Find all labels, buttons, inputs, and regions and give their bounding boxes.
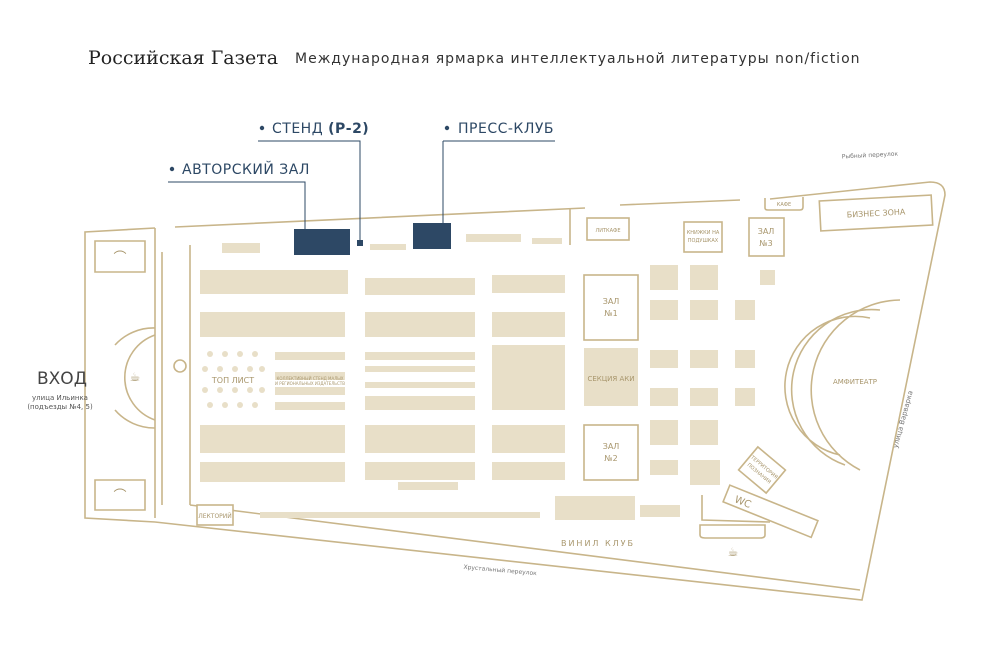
lectorium-label: ЛЕКТОРИЙ <box>198 513 232 520</box>
entrance-doors: (подъезды №4, 5) <box>27 403 93 411</box>
aki-section[interactable] <box>584 348 638 406</box>
books-label: КНИЖКИ НА <box>687 230 720 236</box>
collective-stand-label: И РЕГИОНАЛЬНЫХ ИЗДАТЕЛЬСТВ <box>275 381 345 386</box>
hall-3[interactable] <box>748 217 785 257</box>
brand-logo: Российская Газета <box>88 47 278 69</box>
info-icon <box>173 359 187 373</box>
aki-label: СЕКЦИЯ АКИ <box>587 375 634 383</box>
litcafe-zone[interactable] <box>586 217 630 241</box>
hall-1-label: ЗАЛ <box>603 297 620 306</box>
author-hall-label[interactable]: АВТОРСКИЙ ЗАЛ <box>182 160 310 178</box>
stand-blocks <box>200 234 775 520</box>
business-zone[interactable] <box>818 194 934 232</box>
page-subtitle: Международная ярмарка интеллектуальной л… <box>295 51 861 67</box>
building-outline <box>84 181 946 601</box>
hall-1-number: №1 <box>604 309 617 318</box>
coffee-icon: ☕ <box>728 545 739 559</box>
street-south: Хрустальный переулок <box>463 564 537 577</box>
entrance-label[interactable]: ВХОД <box>37 369 87 389</box>
wc[interactable]: WC <box>722 484 819 539</box>
top-list-label: ТОП ЛИСТ <box>211 376 254 385</box>
top-list-tables <box>202 351 265 408</box>
press-club-stand[interactable] <box>413 223 451 249</box>
stand-p2[interactable] <box>357 240 363 246</box>
bullet-icon <box>259 125 265 131</box>
cloakroom-hanger-icon: ⌒ <box>113 251 126 266</box>
books-zone[interactable] <box>683 221 723 253</box>
hall-2-number: №2 <box>604 454 617 463</box>
vinyl-counter <box>699 495 771 539</box>
lectorium[interactable] <box>196 504 234 526</box>
territory-zone[interactable]: ТЕРРИТОРИЯ ПОЗНАНИЯ <box>737 445 787 495</box>
coffee-icon: ☕ <box>130 370 141 384</box>
stand-label[interactable]: СТЕНД (Р-2) <box>272 121 369 137</box>
business-label: БИЗНЕС ЗОНА <box>846 207 906 219</box>
press-club-label[interactable]: ПРЕСС-КЛУБ <box>458 121 554 137</box>
hall-2[interactable] <box>583 424 639 481</box>
bullet-icon <box>169 166 175 172</box>
callout-lines <box>168 140 555 240</box>
litcafe-label: ЛИТКАФЕ <box>596 228 621 234</box>
hall-3-label: ЗАЛ <box>758 227 775 236</box>
street-north: Рыбный переулок <box>842 151 899 161</box>
amphitheatre-label: АМФИТЕАТР <box>833 378 877 386</box>
bullet-icon <box>444 125 450 131</box>
vinyl-club-label: ВИНИЛ КЛУБ <box>561 539 635 548</box>
cafe-label: КАФЕ <box>777 202 791 208</box>
cafe-zone <box>764 197 804 211</box>
hall-2-label: ЗАЛ <box>603 442 620 451</box>
entrance-street: улица Ильинка <box>32 394 88 402</box>
collective-stand-label: КОЛЛЕКТИВНЫЙ СТЕНД МАЛЫХ <box>277 376 344 381</box>
books-label: ПОДУШКАХ <box>688 238 719 244</box>
hall-1[interactable] <box>583 274 639 341</box>
amphitheatre[interactable]: АМФИТЕАТР <box>784 299 901 471</box>
hall-3-number: №3 <box>759 239 772 248</box>
cloakroom-hanger-icon: ⌒ <box>113 489 126 504</box>
author-hall-stand[interactable] <box>294 229 350 255</box>
